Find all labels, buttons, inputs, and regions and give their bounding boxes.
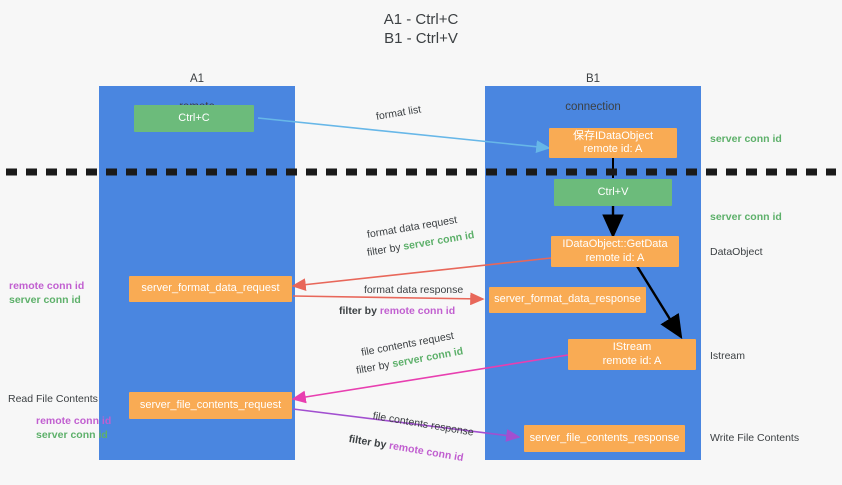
edge-label-format-list: format list bbox=[375, 102, 422, 123]
lane-b1-subtitle: connection bbox=[565, 101, 621, 113]
filter-by-text-3: filter by bbox=[355, 358, 394, 377]
left-label-remote-conn-id-a: remote conn id bbox=[9, 280, 85, 292]
right-label-dataobject: DataObject bbox=[710, 246, 763, 258]
node-idataobject-getdata[interactable]: IDataObject::GetData remote id: A bbox=[551, 236, 679, 267]
node-save-idataobject[interactable]: 保存IDataObject remote id: A bbox=[549, 128, 677, 158]
diagram-title: A1 - Ctrl+C B1 - Ctrl+V bbox=[383, 11, 459, 47]
format-data-response-text: format data response bbox=[364, 284, 464, 296]
right-label-server-conn-id-mid: server conn id bbox=[710, 211, 782, 223]
lane-header-b1: B1 connection bbox=[523, 58, 663, 114]
right-label-write-file-contents: Write File Contents bbox=[710, 432, 800, 444]
format-list-text: format list bbox=[375, 103, 423, 123]
node-server-file-contents-request[interactable]: server_file_contents_request bbox=[129, 392, 292, 419]
edge-label-format-data-response: format data response bbox=[364, 283, 463, 297]
edge-label-file-contents-response-filter: filter by remote conn id bbox=[348, 432, 465, 465]
right-label-server-conn-id-top: server conn id bbox=[710, 133, 782, 145]
remote-conn-id-token: remote conn id bbox=[379, 305, 456, 317]
remote-conn-id-token-2: remote conn id bbox=[388, 439, 465, 464]
node-ctrl-v[interactable]: Ctrl+V bbox=[554, 179, 672, 206]
left-label-server-conn-id-a: server conn id bbox=[9, 294, 81, 306]
node-server-file-contents-response[interactable]: server_file_contents_response bbox=[524, 425, 685, 452]
left-label-remote-conn-id-b: remote conn id bbox=[36, 415, 112, 427]
file-contents-response-text: file contents response bbox=[371, 409, 475, 439]
lane-a1-title: A1 bbox=[189, 73, 205, 85]
left-label-read-file-contents: Read File Contents bbox=[8, 393, 98, 405]
edge-label-format-data-response-filter: filter by remote conn id bbox=[339, 304, 455, 318]
lane-b1-title: B1 bbox=[585, 73, 601, 85]
filter-by-text-4: filter by bbox=[347, 432, 391, 452]
node-istream[interactable]: IStream remote id: A bbox=[568, 339, 696, 370]
node-server-format-data-request[interactable]: server_format_data_request bbox=[129, 276, 292, 302]
filter-by-text: filter by bbox=[366, 240, 405, 259]
right-label-istream: Istream bbox=[710, 350, 746, 362]
left-label-server-conn-id-b: server conn id bbox=[36, 429, 108, 441]
node-server-format-data-response[interactable]: server_format_data_response bbox=[489, 287, 646, 313]
node-ctrl-c[interactable]: Ctrl+C bbox=[134, 105, 254, 132]
edge-label-file-contents-response: file contents response bbox=[372, 409, 475, 440]
filter-by-text-2: filter by bbox=[339, 305, 380, 317]
